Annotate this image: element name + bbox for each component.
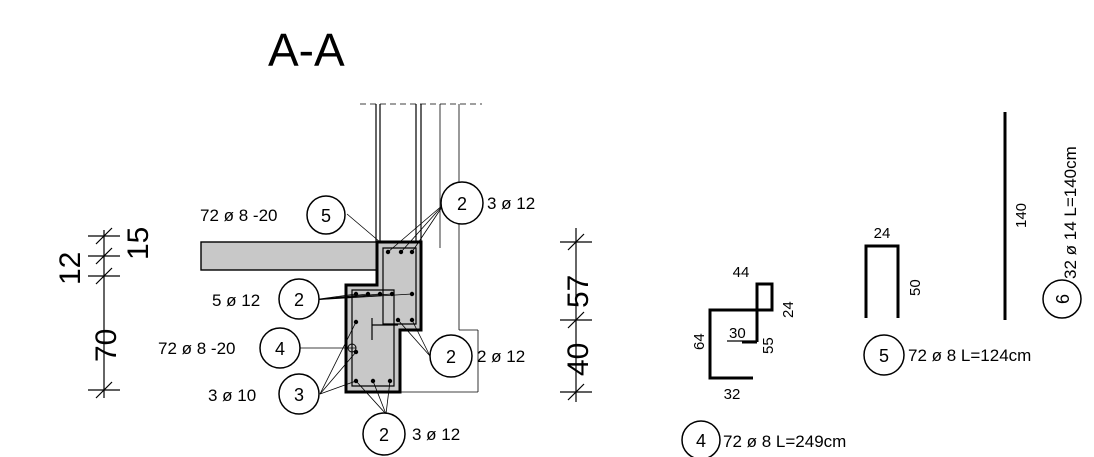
dim-15: 15 (122, 227, 155, 260)
bar4-dim-left: 64 (691, 333, 708, 350)
callout-2-mid-left: 5 ø 12 2 (212, 278, 320, 320)
bar5-dim-side: 50 (907, 279, 924, 296)
dim-40: 40 (562, 343, 595, 376)
callout-2-top-right: 2 3 ø 12 (440, 181, 535, 225)
bar4-dim-right: 24 (780, 301, 797, 318)
bar6-mark: 6 (1053, 294, 1073, 304)
callout-4: 72 ø 8 -20 4 (158, 327, 301, 369)
callout-text: 5 ø 12 (212, 291, 260, 310)
callout-2-mid-right: 2 2 ø 12 (429, 334, 525, 378)
section-title: A-A (268, 24, 345, 76)
cross-section (200, 103, 482, 394)
callout-3: 3 ø 10 3 (208, 373, 320, 415)
dim-70: 70 (90, 329, 123, 362)
callout-mark: 2 (446, 347, 456, 367)
callout-mark: 2 (294, 290, 304, 310)
callout-text: 72 ø 8 -20 (158, 339, 236, 358)
bar-5-shape: 24 50 5 72 ø 8 L=124cm (863, 225, 1031, 376)
callout-text: 72 ø 8 -20 (200, 206, 278, 225)
callout-5-top: 72 ø 8 -20 5 (200, 195, 346, 235)
left-dimension-chain: 12 15 70 (54, 227, 155, 399)
callout-mark: 2 (379, 425, 389, 445)
bar4-dim-bottom: 32 (724, 386, 741, 403)
bar6-label: 32 ø 14 L=140cm (1061, 146, 1080, 279)
bar5-label: 72 ø 8 L=124cm (908, 346, 1031, 365)
callout-text: 2 ø 12 (477, 347, 525, 366)
callout-text: 3 ø 10 (208, 386, 256, 405)
bar4-dim-top: 44 (733, 264, 750, 281)
bar4-mark: 4 (696, 431, 706, 451)
bar-4-shape: 44 24 64 30 55 32 4 72 ø 8 L=249cm (681, 264, 846, 457)
bar6-dim: 140 (1013, 203, 1030, 228)
callout-mark: 5 (321, 206, 331, 226)
slab (200, 241, 378, 271)
bar5-mark: 5 (879, 346, 889, 366)
bar5-dim-top: 24 (874, 225, 891, 242)
dim-57: 57 (562, 275, 595, 308)
callout-2-bottom: 2 3 ø 12 (362, 412, 460, 456)
callout-mark: 3 (294, 385, 304, 405)
bar4-dim-inner: 30 (729, 325, 746, 342)
leader-lines (300, 203, 445, 415)
callout-text: 3 ø 12 (487, 194, 535, 213)
dim-12: 12 (54, 252, 87, 285)
right-dimension-chain: 57 40 (560, 228, 595, 402)
bar4-dim-mid: 55 (760, 337, 777, 354)
callout-mark: 4 (275, 339, 285, 359)
bar-6-shape: 140 6 32 ø 14 L=140cm (1003, 112, 1082, 320)
callout-text: 3 ø 12 (412, 425, 460, 444)
bar4-label: 72 ø 8 L=249cm (723, 432, 846, 451)
callout-mark: 2 (457, 194, 467, 214)
